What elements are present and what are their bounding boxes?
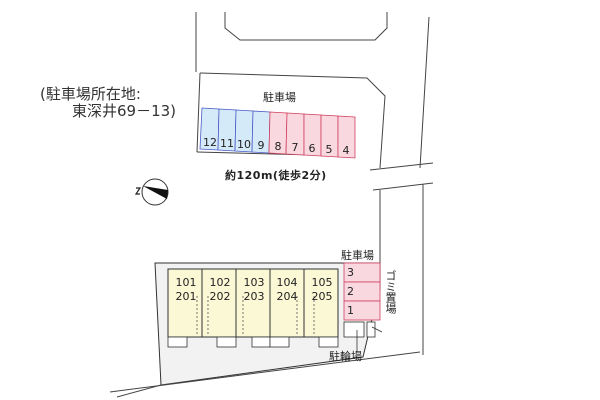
slot-label: 12 bbox=[203, 136, 217, 149]
address-note-line2: 東深井69－13) bbox=[72, 102, 177, 120]
top-building-outline bbox=[224, 12, 388, 41]
remote-parking-slots-blue bbox=[199, 107, 271, 154]
slot-label: 10 bbox=[237, 138, 251, 151]
slot-label: 6 bbox=[308, 142, 316, 155]
road-edge bbox=[419, 16, 430, 169]
slot-label: 2 bbox=[347, 285, 354, 298]
slot-label: 4 bbox=[342, 144, 350, 157]
slot-label: 3 bbox=[347, 266, 354, 279]
slot-label: 11 bbox=[220, 137, 234, 150]
apartment-building bbox=[167, 268, 339, 348]
slot-label: 9 bbox=[257, 139, 265, 152]
garbage-area-label: ゴミ置場 bbox=[384, 270, 397, 314]
bicycle-parking-label: 駐輪場 bbox=[329, 350, 362, 363]
slot-label: 7 bbox=[291, 141, 299, 154]
garbage-box bbox=[366, 321, 376, 338]
slot-label: 1 bbox=[347, 304, 354, 317]
distance-label: 約120m(徒歩2分) bbox=[225, 169, 327, 182]
remote-parking-slots-red bbox=[268, 111, 356, 159]
remote-parking-title: 駐車場 bbox=[263, 91, 296, 104]
north-arrow-icon bbox=[134, 178, 169, 206]
address-note-line1: (駐車場所在地: bbox=[40, 85, 141, 103]
parking-lot-outline bbox=[199, 72, 386, 169]
slot-label: 5 bbox=[325, 143, 333, 156]
onsite-parking-slots bbox=[343, 262, 381, 321]
onsite-parking-title: 駐車場 bbox=[341, 249, 374, 262]
bicycle-parking-box bbox=[343, 321, 365, 338]
slot-label: 8 bbox=[274, 140, 282, 153]
